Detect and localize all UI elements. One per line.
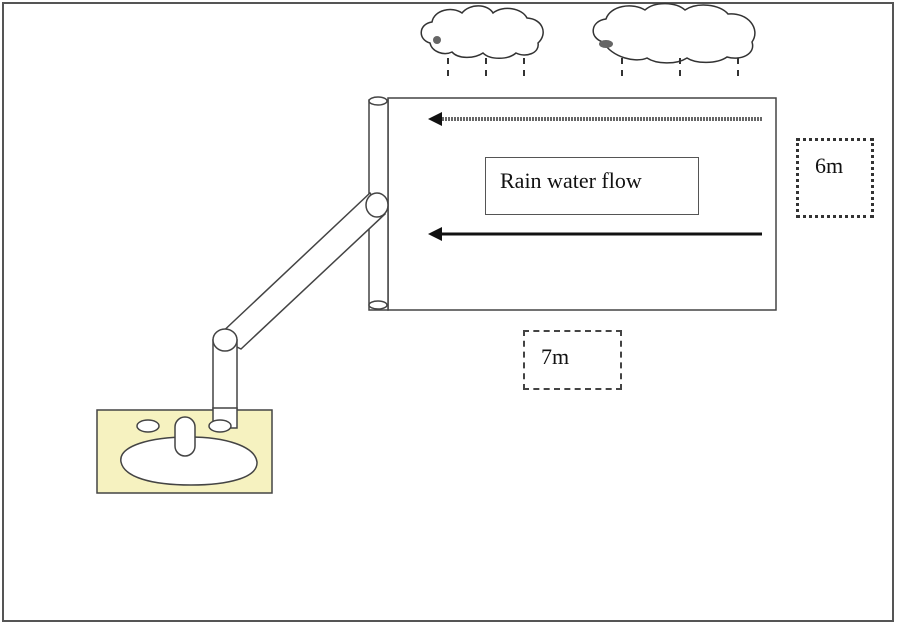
rain-drops-left xyxy=(447,58,525,78)
cloud-right xyxy=(592,2,756,64)
downpipe xyxy=(212,191,389,426)
roof-length-label: 7m xyxy=(523,330,622,390)
flow-arrow-top xyxy=(428,112,762,126)
rain-water-flow-label: Rain water flow xyxy=(485,157,699,215)
rain-drops-right xyxy=(621,58,739,80)
flow-arrow-bottom xyxy=(428,227,762,241)
roof-width-label: 6m xyxy=(796,138,874,218)
cloud-left xyxy=(420,5,544,59)
storage-tank xyxy=(96,407,273,494)
